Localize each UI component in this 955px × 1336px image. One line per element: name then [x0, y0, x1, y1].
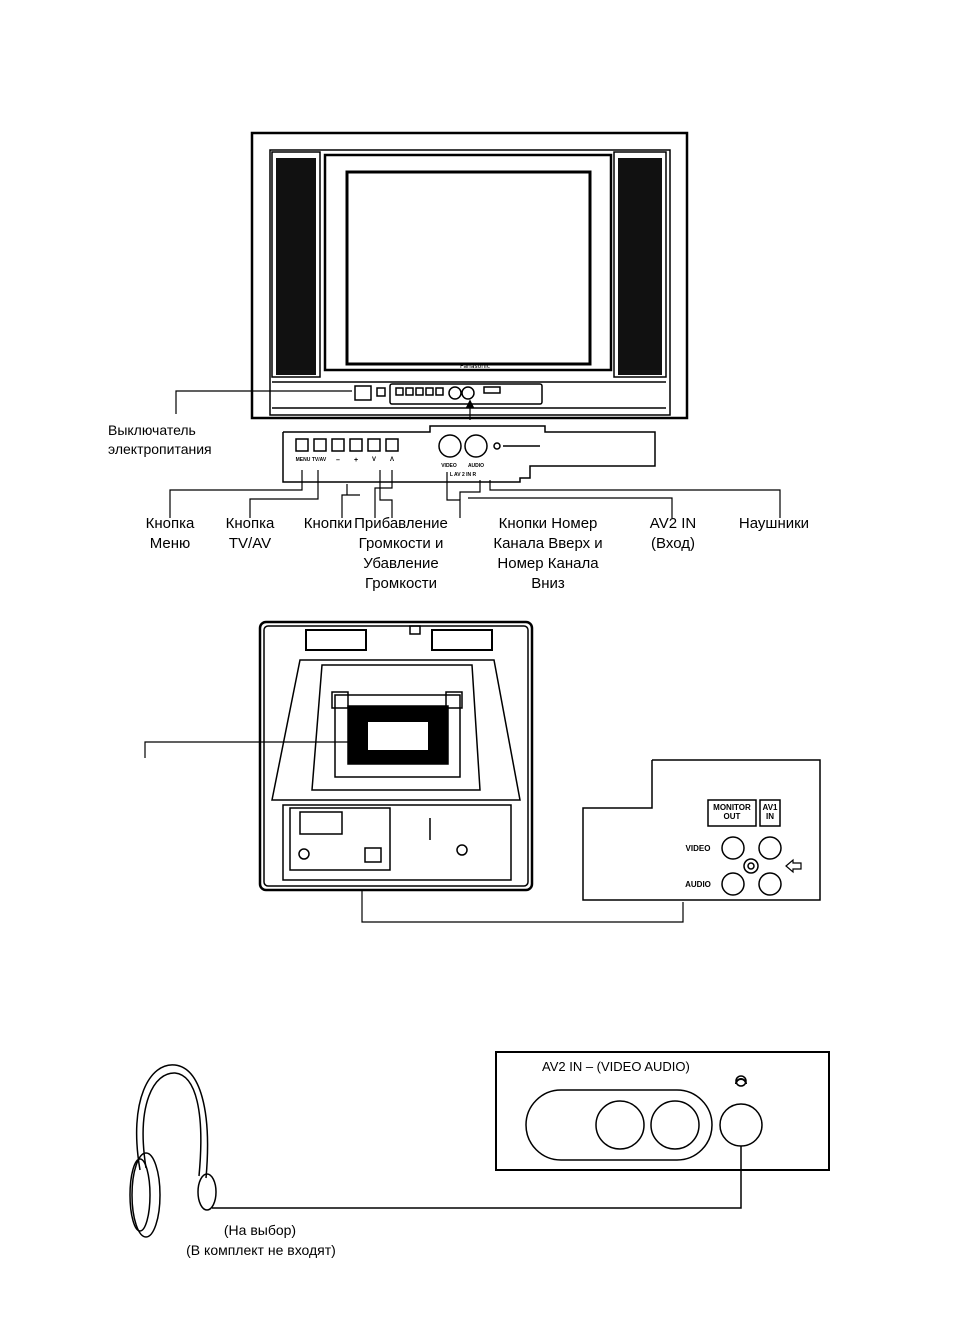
callout-volume: Прибавление Громкости и Убавление Громко…: [354, 515, 448, 592]
callout-headphones: Наушники: [738, 515, 810, 532]
rear-jack-panel: [582, 759, 821, 901]
power-switch-label: Выключатель электропитания: [108, 422, 212, 457]
strip-video-caption: VIDEO: [441, 463, 457, 469]
ch-up-caption: Λ: [389, 457, 394, 463]
strip-av2-caption: L AV 2 IN R: [449, 472, 477, 478]
callout-buttons: Кнопки: [303, 515, 353, 532]
callout-channel: Кнопки Номер Канала Вверх и Номер Канала…: [493, 515, 603, 592]
callout-av2in: AV2 IN (Вход): [649, 515, 697, 552]
optional-caption: (На выбор): [223, 1222, 297, 1238]
headphones-drawing: [129, 1064, 742, 1238]
tv-front: Panasonic: [250, 131, 689, 420]
brand-text: Panasonic: [460, 363, 490, 370]
front-control-strip: [282, 425, 656, 483]
vol-down-caption: –: [336, 457, 340, 464]
rear-leaders: [144, 741, 684, 923]
tv-rear: [258, 620, 534, 892]
menu-button-caption: MENU: [295, 457, 311, 463]
front-leaders: [169, 390, 781, 518]
not-included-caption: (В комплект не входят): [186, 1242, 336, 1258]
av1-in-label: AV1 IN: [762, 803, 778, 821]
callout-menu: Кнопка Меню: [145, 515, 195, 552]
ch-down-caption: V: [371, 457, 376, 463]
monitor-out-label: MONITOR OUT: [713, 803, 751, 821]
av2-panel-title: AV2 IN – (VIDEO AUDIO): [542, 1059, 690, 1074]
vol-up-caption: +: [353, 457, 359, 464]
callout-tvav: Кнопка TV/AV: [225, 515, 275, 552]
rear-video-label: VIDEO: [685, 844, 711, 853]
tvav-button-caption: TV/AV: [311, 457, 327, 463]
strip-audio-caption: AUDIO: [467, 463, 485, 469]
rear-audio-label: AUDIO: [685, 880, 711, 889]
